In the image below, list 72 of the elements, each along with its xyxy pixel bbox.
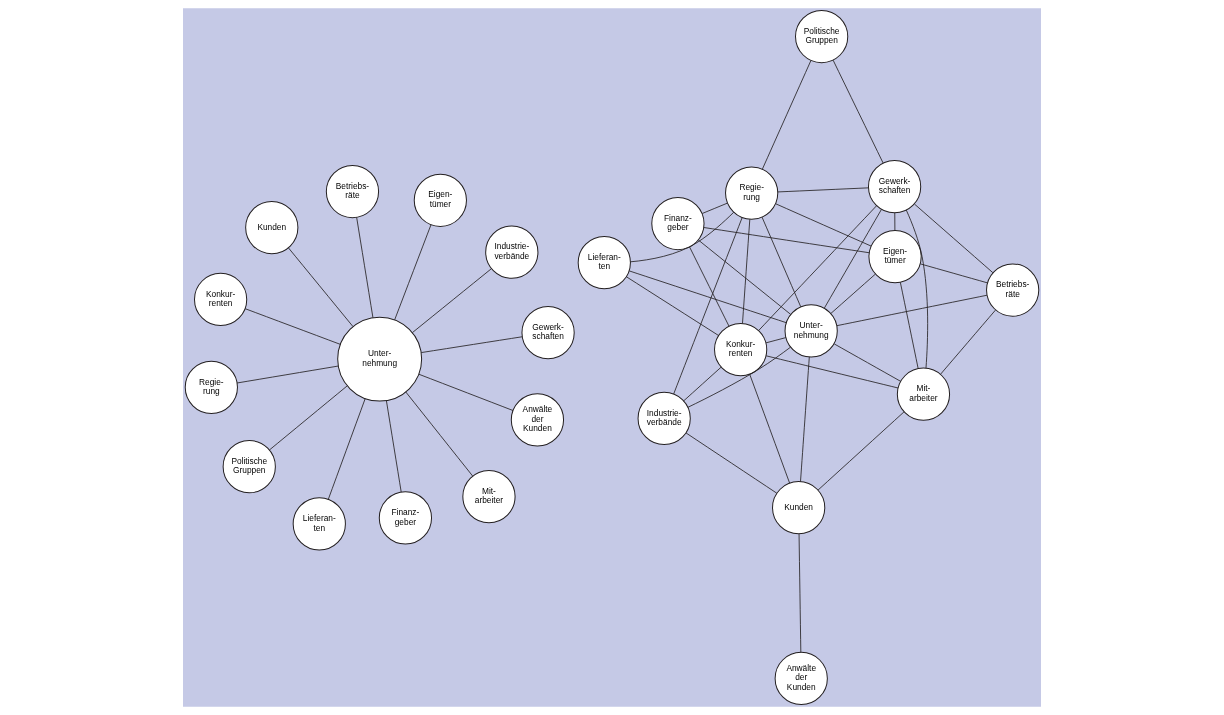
connector: [420, 336, 523, 353]
connector: [288, 247, 354, 327]
connector: [836, 294, 988, 327]
connector: [777, 187, 869, 193]
connector: [244, 308, 341, 345]
connector: [625, 276, 719, 336]
connector: [673, 217, 743, 395]
connector: [742, 218, 751, 324]
node-circle: Regie- rung: [184, 360, 238, 414]
connector: [940, 309, 996, 375]
node-circle: Industrie- verbände: [485, 225, 539, 279]
connector: [765, 355, 899, 389]
connector: [800, 356, 810, 482]
node-circle: Betriebs- räte: [986, 263, 1040, 317]
connector: [356, 216, 374, 319]
connector: [683, 366, 722, 402]
node-circle: Mit- arbeiter: [896, 367, 951, 421]
node-circle: Eigen- tümer: [413, 173, 467, 227]
connector: [832, 59, 884, 164]
connector: [697, 239, 792, 315]
node-circle: Unter- nehmung: [337, 316, 423, 402]
connector: [761, 60, 812, 170]
connector: [685, 432, 778, 494]
connector: [894, 212, 896, 231]
connector: [775, 203, 872, 247]
connector: [689, 246, 730, 327]
connector: [830, 273, 876, 314]
connector: [905, 209, 929, 369]
node-circle: Lieferan- ten: [577, 236, 631, 290]
node-circle: Anwälte der Kunden: [774, 651, 828, 706]
node-circle: Kunden: [245, 200, 299, 255]
connector: [798, 533, 802, 653]
connector: [394, 224, 432, 321]
connector: [236, 365, 339, 384]
connector: [405, 391, 474, 477]
connector: [823, 209, 882, 309]
connector: [327, 398, 366, 500]
node-circle: Politische Gruppen: [795, 9, 849, 64]
connector: [914, 203, 994, 274]
node-circle: Lieferan- ten: [292, 497, 346, 551]
node-circle: Konkur- renten: [194, 272, 248, 327]
node-circle: Anwälte der Kunden: [510, 393, 565, 447]
connector: [701, 202, 728, 214]
connector: [817, 411, 905, 491]
connector: [758, 205, 878, 331]
connector: [703, 227, 870, 254]
connector: [765, 337, 787, 344]
node-circle: Betriebs- räte: [325, 164, 380, 219]
node-circle: Gewerk- schaften: [868, 160, 922, 214]
node-circle: Konkur- renten: [714, 322, 768, 377]
connector: [761, 216, 802, 308]
node-circle: Unter- nehmung: [784, 304, 838, 358]
node-circle: Regie- rung: [725, 166, 779, 220]
connector: [833, 343, 902, 382]
node-circle: Politische Gruppen: [222, 440, 276, 494]
connector: [687, 346, 791, 408]
node-circle: Finanz- geber: [378, 491, 433, 545]
connector: [269, 385, 348, 451]
node-circle: Mit- arbeiter: [462, 469, 516, 524]
connector: [411, 268, 492, 334]
connector: [749, 373, 791, 484]
node-circle: Finanz- geber: [651, 196, 705, 251]
node-circle: Kunden: [772, 481, 826, 535]
connector: [628, 270, 787, 324]
node-circle: Industrie- verbände: [637, 391, 691, 446]
connector: [899, 282, 919, 369]
connector: [385, 400, 402, 493]
node-circle: Eigen- tümer: [868, 230, 922, 284]
connector: [418, 373, 514, 411]
connector: [630, 211, 735, 263]
node-circle: Gewerk- schaften: [521, 306, 575, 360]
connector: [919, 263, 988, 284]
